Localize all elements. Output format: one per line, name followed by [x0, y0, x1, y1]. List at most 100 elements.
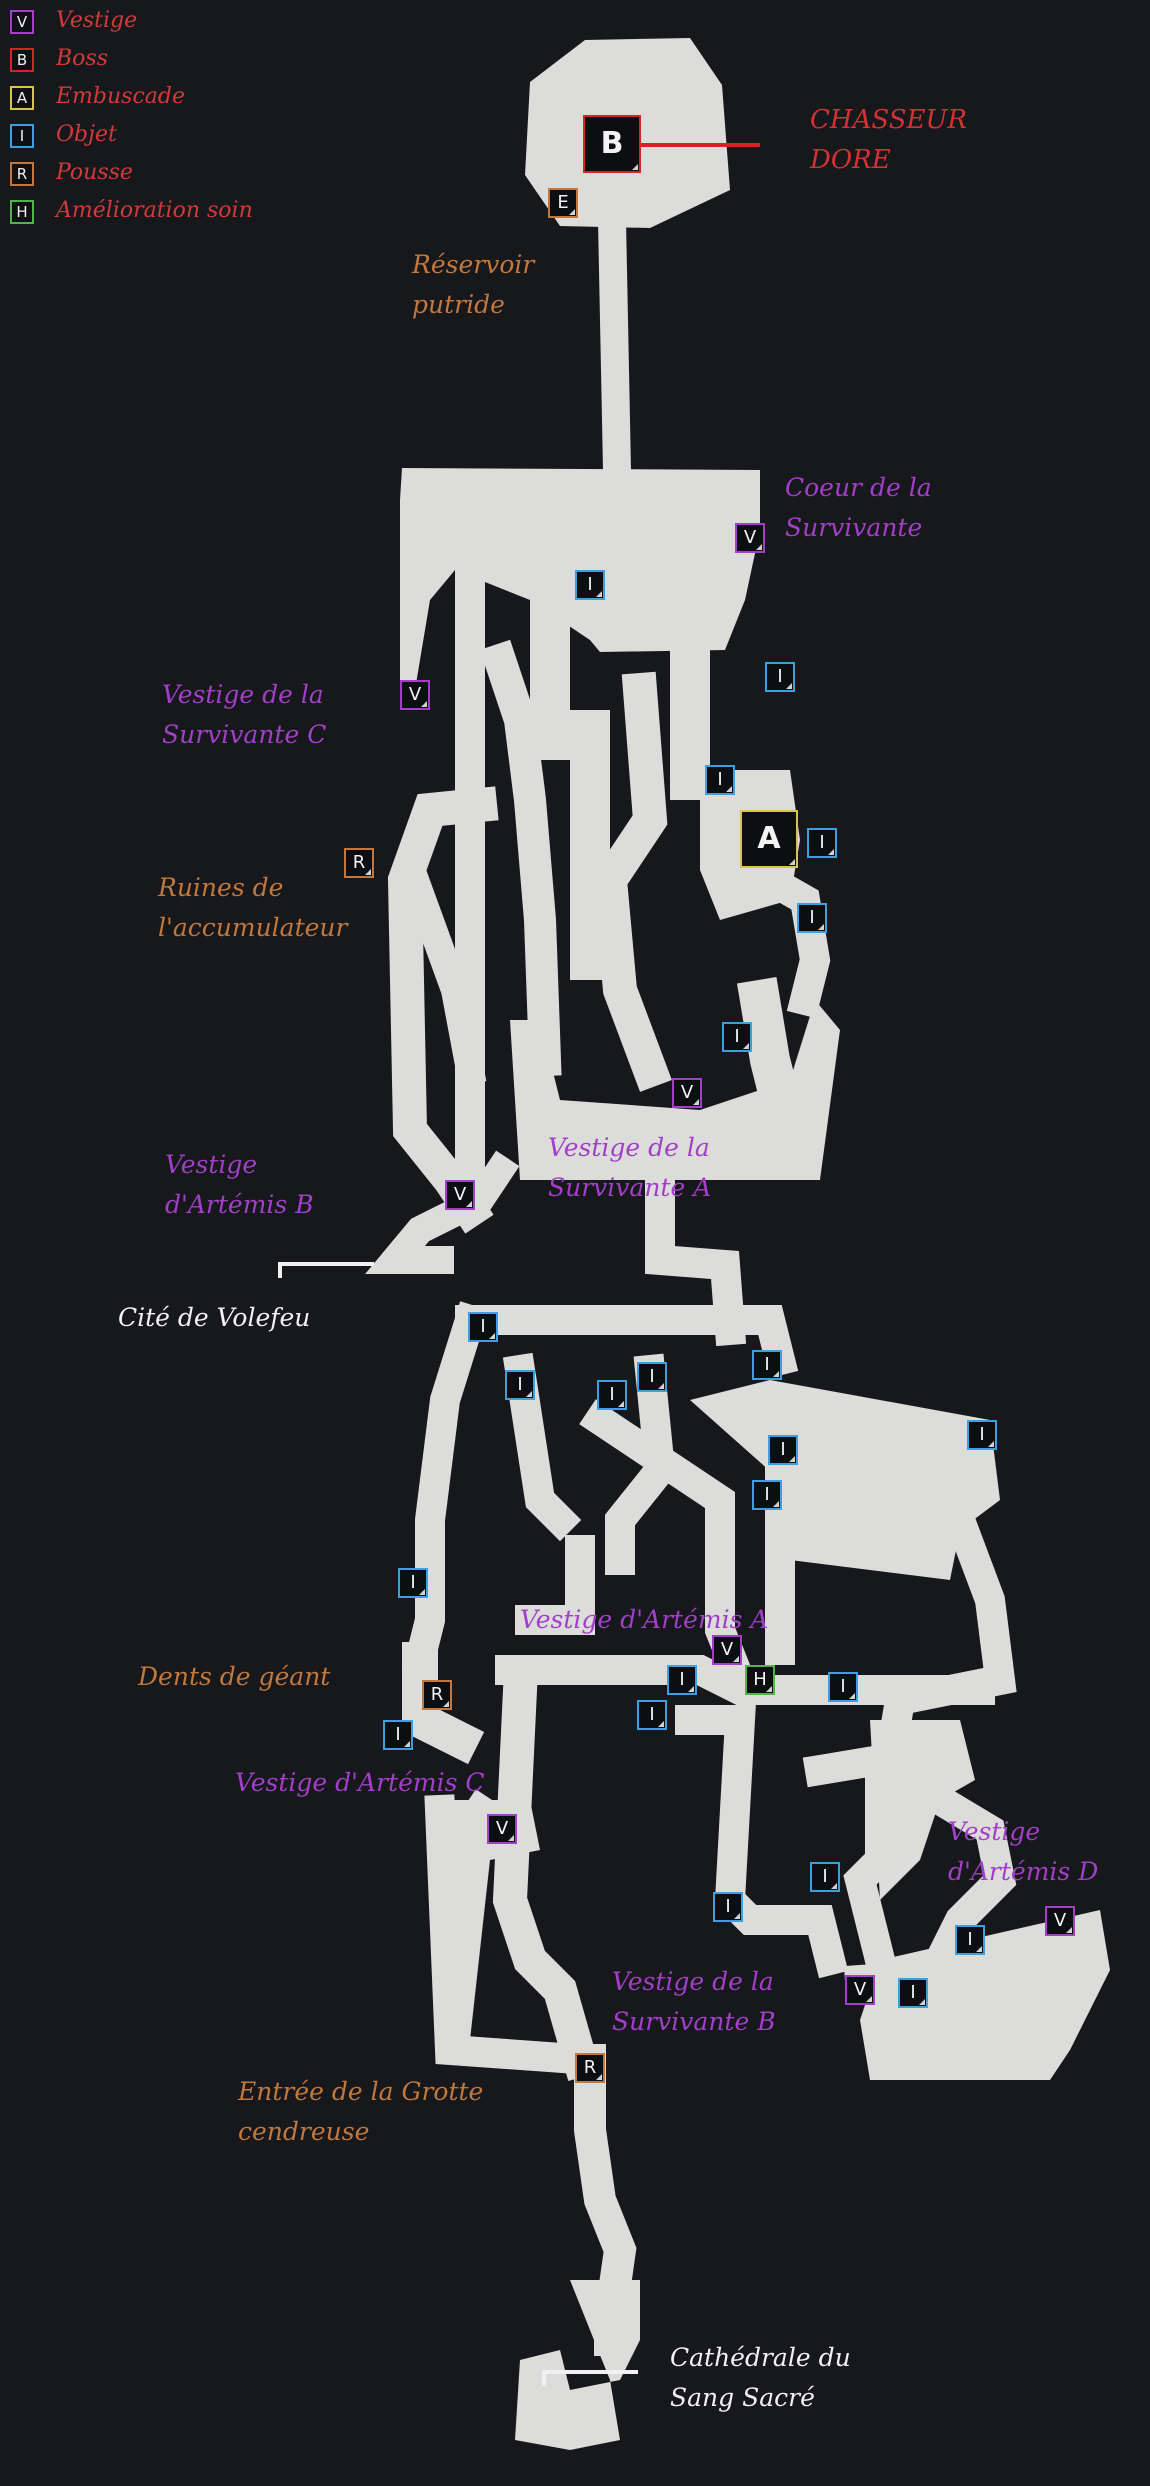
object-marker[interactable]: I [705, 765, 735, 795]
legend-label: Vestige [56, 8, 138, 33]
legend-vestige: V Vestige [4, 4, 334, 42]
object-marker[interactable]: I [398, 1568, 428, 1598]
object-marker[interactable]: I [807, 828, 837, 858]
legend-ambush: A Embuscade [4, 80, 334, 118]
mid-corridor-3 [502, 1352, 582, 1542]
ambush-icon: A [10, 86, 34, 110]
object-marker[interactable]: I [752, 1350, 782, 1380]
object-marker[interactable]: I [383, 1720, 413, 1750]
label-ruines-accumulateur: Ruines de l'accumulateur [158, 873, 348, 942]
object-marker[interactable]: I [797, 903, 827, 933]
label-coeur-survivante: Coeur de la Survivante [785, 473, 932, 542]
boss-name-line1: CHASSEUR [810, 105, 967, 135]
label-vestige-survivante-b: Vestige de la Survivante B [612, 1967, 776, 2036]
legend-heal: H Amélioration soin [4, 194, 334, 232]
shoot-icon: R [10, 162, 34, 186]
object-marker[interactable]: I [752, 1480, 782, 1510]
vestige-marker[interactable]: V [445, 1180, 475, 1210]
legend-label: Amélioration soin [56, 198, 253, 223]
boss-name-line2: DORE [810, 145, 891, 175]
vestige-marker[interactable]: V [672, 1078, 702, 1108]
cathedral-room [515, 2280, 640, 2450]
label-vestige-artemis-a: Vestige d'Artémis A [520, 1605, 769, 1634]
label-vestige-survivante-c: Vestige de la Survivante C [162, 680, 327, 749]
low-corridor-7 [843, 1953, 1017, 1997]
vestige-survivante-b-room [860, 1910, 1110, 2080]
boss-marker[interactable]: B [583, 115, 641, 173]
ambush-marker[interactable]: A [740, 810, 798, 868]
label-cite-volefeu[interactable]: Cité de Volefeu [118, 1303, 311, 1332]
e-marker[interactable]: E [548, 188, 578, 218]
lower-floor [424, 1672, 1110, 2450]
vestige-marker[interactable]: V [735, 523, 765, 553]
object-marker[interactable]: I [637, 1362, 667, 1392]
cathedrale-exit-tick [542, 2370, 546, 2386]
legend-label: Embuscade [56, 84, 186, 109]
object-marker[interactable]: I [637, 1700, 667, 1730]
legend: V Vestige B Boss A Embuscade I Objet R P… [4, 4, 334, 232]
legend-shoot: R Pousse [4, 156, 334, 194]
object-marker[interactable]: I [898, 1978, 928, 2008]
vestige-icon: V [10, 10, 34, 34]
mid-corridor-10 [495, 1655, 995, 1705]
object-marker[interactable]: I [810, 1862, 840, 1892]
object-marker[interactable]: I [713, 1892, 743, 1922]
low-corridor-2 [492, 1672, 602, 2082]
object-marker[interactable]: I [505, 1370, 535, 1400]
object-marker[interactable]: I [722, 1022, 752, 1052]
vestige-marker[interactable]: V [487, 1814, 517, 1844]
low-corridor-4 [675, 1705, 849, 1979]
object-marker[interactable]: I [597, 1380, 627, 1410]
vestige-marker[interactable]: V [845, 1975, 875, 2005]
upper-corridor-9 [736, 976, 805, 1125]
label-cathedrale-sang-sacre[interactable]: Cathédrale du Sang Sacré [670, 2343, 851, 2412]
object-marker[interactable]: I [667, 1665, 697, 1695]
upper-corridor-7 [592, 671, 672, 1092]
label-dents-geant: Dents de géant [138, 1662, 331, 1691]
upper-corridor-11 [645, 1165, 747, 1347]
object-marker[interactable]: I [967, 1420, 997, 1450]
shoot-marker[interactable]: R [575, 2053, 605, 2083]
object-marker[interactable]: I [575, 570, 605, 600]
label-entree-grotte-cendreuse: Entrée de la Grotte cendreuse [238, 2077, 484, 2146]
object-marker[interactable]: I [768, 1435, 798, 1465]
shoot-marker[interactable]: R [344, 848, 374, 878]
legend-label: Pousse [56, 160, 133, 185]
object-icon: I [10, 124, 34, 148]
vestige-marker[interactable]: V [1045, 1906, 1075, 1936]
object-marker[interactable]: I [955, 1925, 985, 1955]
boss-corridor [597, 205, 632, 485]
vestige-marker[interactable]: V [400, 680, 430, 710]
mid-corridor-8 [402, 1642, 485, 1765]
vestige-marker[interactable]: V [712, 1635, 742, 1665]
cite-exit-tick [278, 1262, 282, 1278]
upper-corridor-10 [365, 1150, 520, 1274]
mid-corridor-4 [605, 1353, 676, 1575]
object-marker[interactable]: I [828, 1672, 858, 1702]
mid-corridor-1 [455, 1305, 799, 1379]
mid-corridor-2 [401, 1301, 489, 1679]
lower-loop-upper [510, 1000, 840, 1180]
label-vestige-artemis-b: Vestige d'Artémis B [165, 1150, 314, 1219]
legend-object: I Objet [4, 118, 334, 156]
legend-boss: B Boss [4, 42, 334, 80]
object-marker[interactable]: I [765, 662, 795, 692]
cathedrale-exit-line [542, 2370, 638, 2374]
legend-label: Objet [56, 122, 117, 147]
cite-exit-line [278, 1262, 374, 1266]
legend-label: Boss [56, 46, 108, 71]
heal-upgrade-marker[interactable]: H [745, 1665, 775, 1695]
object-marker[interactable]: I [468, 1312, 498, 1342]
mid-east-hall [690, 1380, 1000, 1580]
label-reservoir-putride: Réservoir putride [412, 250, 535, 319]
label-vestige-artemis-d: Vestige d'Artémis D [948, 1817, 1099, 1886]
shoot-marker[interactable]: R [422, 1680, 452, 1710]
low-corridor-6 [919, 1779, 1017, 1981]
label-vestige-survivante-a: Vestige de la Survivante A [548, 1133, 712, 1202]
upper-corridor-8 [700, 840, 831, 1019]
boss-pointer-line [640, 143, 760, 147]
heal-upgrade-icon: H [10, 200, 34, 224]
mid-corridor-7 [515, 1535, 595, 1635]
